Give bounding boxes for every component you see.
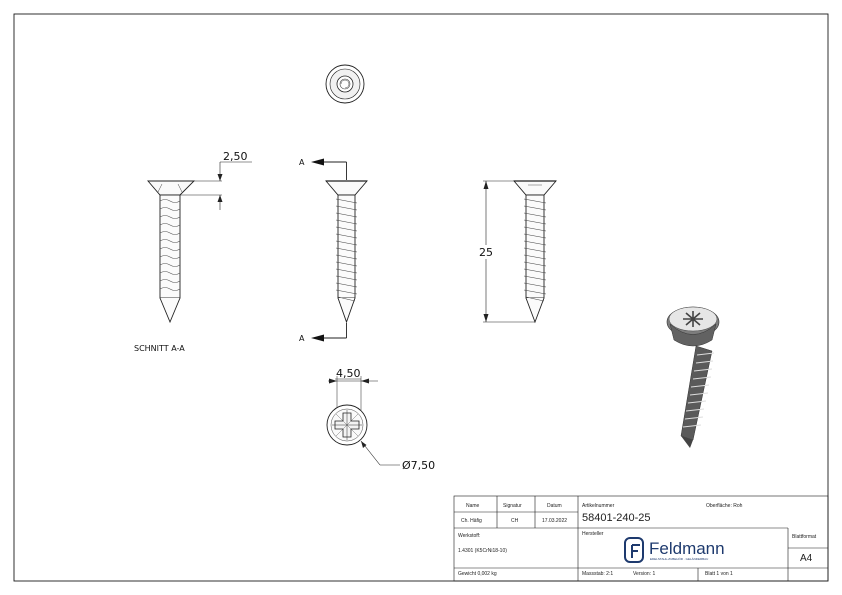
- name-header: Name: [466, 503, 480, 509]
- section-marker-bottom: A: [299, 334, 305, 343]
- dimension-length: 25: [479, 246, 493, 259]
- date-header: Datum: [547, 503, 562, 509]
- sheet-frame: [13, 13, 829, 582]
- format-value: A4: [800, 553, 813, 564]
- title-block-grid: [453, 495, 829, 582]
- manufacturer-label: Hersteller: [582, 531, 604, 537]
- dimension-head-diameter: Ø7,50: [402, 459, 435, 472]
- signature-header: Signatur: [503, 503, 522, 509]
- date-value: 17.03.2022: [542, 518, 568, 524]
- material-value: 1.4301 (K5CrNi18-10): [458, 548, 507, 554]
- scale: Massstab: 2:1: [582, 571, 614, 577]
- dimension-drive-width: 4,50: [336, 367, 361, 380]
- name-value: Ch. Häfig: [461, 518, 482, 524]
- weight: Gewicht 0,002 kg: [458, 571, 497, 577]
- material-label: Werkstoff:: [458, 533, 481, 539]
- feldmann-logo-mark: [624, 537, 644, 563]
- logo-subtitle: EDELSTAHL-ZUBEHÖR · GELÄNDERBAU: [650, 557, 709, 561]
- dimension-head-height: 2,50: [223, 150, 248, 163]
- section-view: [147, 161, 252, 324]
- top-view: [325, 64, 365, 104]
- front-view: [311, 158, 368, 342]
- sheet-number: Blatt 1 von 1: [705, 571, 733, 577]
- side-view: [478, 180, 557, 324]
- iso-view: [666, 306, 720, 448]
- signature-value: CH: [511, 518, 519, 524]
- logo-wordmark: Feldmann: [649, 539, 725, 558]
- section-marker-top: A: [299, 158, 305, 167]
- surface-label: Oberfläche: Roh: [706, 503, 743, 509]
- format-label: Blattformat: [792, 534, 817, 540]
- article-label: Artikelnummer: [582, 503, 615, 509]
- article-number: 58401-240-25: [582, 512, 651, 524]
- head-view: [326, 376, 400, 466]
- section-title: SCHNITT A-A: [134, 344, 185, 353]
- version: Version: 1: [633, 571, 656, 577]
